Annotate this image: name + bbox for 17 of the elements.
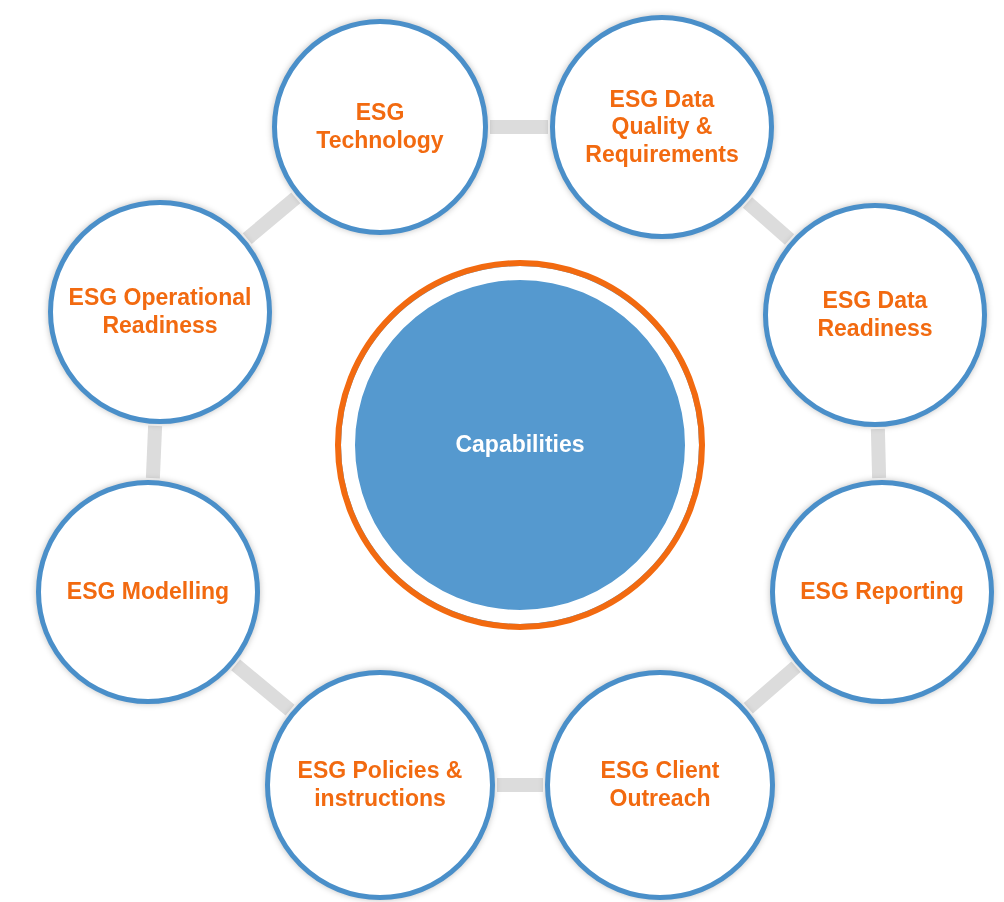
ring-connector xyxy=(490,120,548,134)
circle-label: ESG Operational Readiness xyxy=(67,284,253,340)
ring-connector xyxy=(145,425,163,479)
ring-connector xyxy=(242,192,301,244)
circle-label: ESG Modelling xyxy=(65,578,231,606)
circle-label: ESG Reporting xyxy=(799,578,965,606)
circle-label: ESG Data Readiness xyxy=(816,287,934,343)
ring-connector xyxy=(497,778,543,792)
circle-label: Capabilities xyxy=(454,431,586,459)
circle-label: ESG Technology xyxy=(315,99,445,155)
ring-connector xyxy=(742,197,795,245)
ring-connector xyxy=(231,659,295,716)
circle-label: ESG Data Quality & Requirements xyxy=(584,85,740,169)
ring-connector xyxy=(870,428,887,479)
circle-label: ESG Client Outreach xyxy=(599,757,721,813)
circle-label: ESG Policies & instructions xyxy=(296,757,464,813)
ring-connector xyxy=(743,661,801,714)
